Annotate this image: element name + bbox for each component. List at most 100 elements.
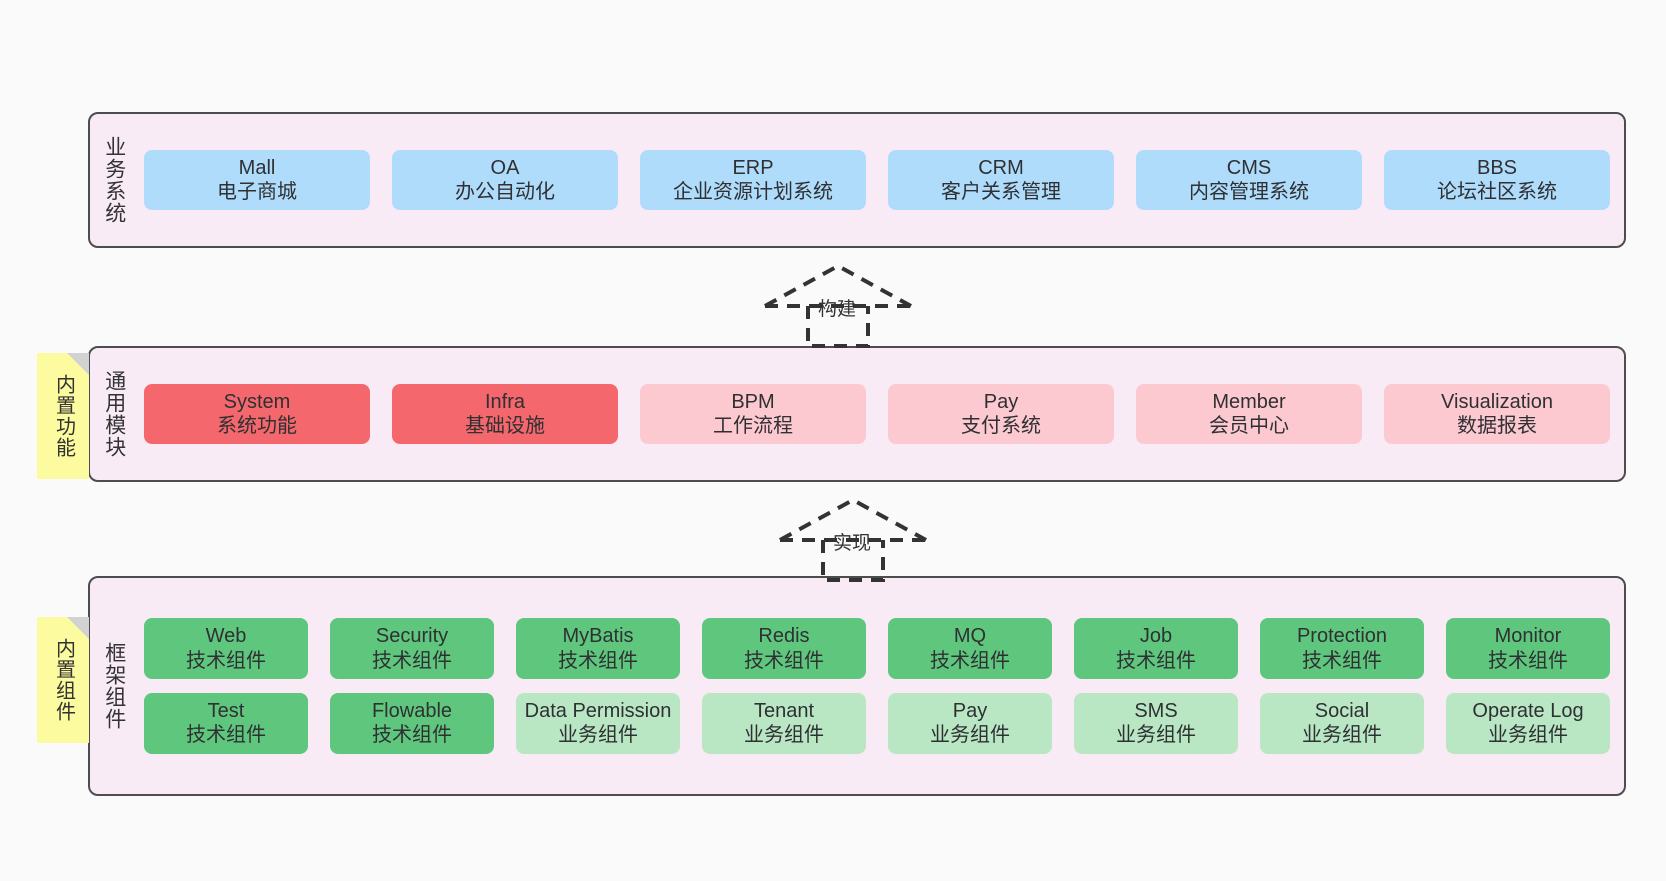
layer-title-framework-component: 框架组件 [102, 642, 126, 730]
node-visualization[interactable]: Visualization 数据报表 [1384, 383, 1610, 445]
node-en-label: Tenant [753, 700, 815, 722]
note-fold-corner-icon [67, 353, 89, 375]
node-mq[interactable]: MQ 技术组件 [888, 618, 1052, 679]
node-en-label: Social [1314, 700, 1370, 722]
node-cn-label: 技术组件 [930, 649, 1010, 672]
node-en-label: SMS [1134, 700, 1178, 722]
node-cn-label: 技术组件 [744, 649, 824, 672]
node-security[interactable]: Security 技术组件 [330, 618, 494, 679]
node-en-label: Pay [983, 390, 1019, 413]
node-en-label: CRM [978, 156, 1024, 179]
node-tenant[interactable]: Tenant 业务组件 [702, 693, 866, 754]
node-cn-label: 业务组件 [558, 724, 638, 747]
node-cn-label: 客户关系管理 [941, 181, 1061, 203]
note-builtin-component[interactable]: 内置组件 [37, 617, 89, 743]
node-en-label: Pay [952, 700, 988, 722]
node-en-label: Job [1139, 625, 1173, 648]
node-cn-label: 技术组件 [1302, 649, 1382, 672]
node-cn-label: 会员中心 [1209, 415, 1289, 437]
node-row: Test 技术组件 Flowable 技术组件 Data Permission … [144, 693, 1610, 754]
node-mall[interactable]: Mall 电子商城 [144, 149, 370, 211]
node-en-label: Flowable [371, 700, 453, 722]
layer-framework-component[interactable]: 框架组件 Web 技术组件 Security 技术组件 MyBatis 技术组件… [88, 576, 1626, 796]
node-erp[interactable]: ERP 企业资源计划系统 [640, 149, 866, 211]
layer-body-business-system: Mall 电子商城 OA 办公自动化 ERP 企业资源计划系统 CRM 客户关系… [138, 114, 1624, 246]
node-en-label: Operate Log [1472, 700, 1584, 722]
node-en-label: Security [375, 625, 449, 648]
note-label: 内置功能 [52, 374, 75, 458]
node-en-label: Test [207, 700, 245, 722]
node-en-label: ERP [732, 156, 774, 179]
node-cn-label: 技术组件 [372, 649, 452, 672]
connector-build-label: 构建 [818, 299, 857, 320]
node-cn-label: 办公自动化 [455, 181, 555, 203]
node-cn-label: 技术组件 [1116, 649, 1196, 672]
node-cn-label: 业务组件 [1302, 724, 1382, 747]
node-social[interactable]: Social 业务组件 [1260, 693, 1424, 754]
node-cn-label: 工作流程 [713, 415, 793, 437]
node-cn-label: 电子商城 [217, 181, 297, 203]
connector-implement-label: 实现 [833, 533, 872, 554]
node-monitor[interactable]: Monitor 技术组件 [1446, 618, 1610, 679]
layer-body-common-module: System 系统功能 Infra 基础设施 BPM 工作流程 Pay 支付系统… [138, 348, 1624, 480]
node-en-label: Web [205, 625, 247, 648]
node-operate-log[interactable]: Operate Log 业务组件 [1446, 693, 1610, 754]
node-row: System 系统功能 Infra 基础设施 BPM 工作流程 Pay 支付系统… [144, 383, 1610, 445]
node-member[interactable]: Member 会员中心 [1136, 383, 1362, 445]
node-en-label: MyBatis [562, 625, 634, 648]
node-cn-label: 基础设施 [465, 415, 545, 437]
node-crm[interactable]: CRM 客户关系管理 [888, 149, 1114, 211]
node-bbs[interactable]: BBS 论坛社区系统 [1384, 149, 1610, 211]
layer-business-system[interactable]: 业务系统 Mall 电子商城 OA 办公自动化 ERP 企业资源计划系统 CRM… [88, 112, 1626, 248]
node-en-label: Member [1212, 390, 1286, 413]
node-bpm[interactable]: BPM 工作流程 [640, 383, 866, 445]
node-en-label: Redis [758, 625, 810, 648]
node-mybatis[interactable]: MyBatis 技术组件 [516, 618, 680, 679]
node-job[interactable]: Job 技术组件 [1074, 618, 1238, 679]
node-cn-label: 业务组件 [930, 724, 1010, 747]
node-protection[interactable]: Protection 技术组件 [1260, 618, 1424, 679]
node-cn-label: 技术组件 [186, 649, 266, 672]
layer-title-business-system: 业务系统 [102, 136, 126, 224]
node-pay-module[interactable]: Pay 支付系统 [888, 383, 1114, 445]
layer-common-module[interactable]: 通用模块 System 系统功能 Infra 基础设施 BPM 工作流程 Pay… [88, 346, 1626, 482]
note-label: 内置组件 [52, 638, 75, 722]
node-sms[interactable]: SMS 业务组件 [1074, 693, 1238, 754]
node-en-label: MQ [953, 625, 987, 648]
node-cn-label: 系统功能 [217, 415, 297, 437]
node-system[interactable]: System 系统功能 [144, 383, 370, 445]
node-en-label: Mall [238, 156, 276, 179]
node-test[interactable]: Test 技术组件 [144, 693, 308, 754]
node-cn-label: 业务组件 [1488, 724, 1568, 747]
node-en-label: OA [490, 156, 520, 179]
node-cn-label: 内容管理系统 [1189, 181, 1309, 203]
note-fold-corner-icon [67, 617, 89, 639]
node-en-label: BPM [731, 390, 775, 413]
node-cms[interactable]: CMS 内容管理系统 [1136, 149, 1362, 211]
layer-title-common-module: 通用模块 [102, 370, 126, 458]
node-cn-label: 业务组件 [744, 724, 824, 747]
node-pay-component[interactable]: Pay 业务组件 [888, 693, 1052, 754]
layer-body-framework-component: Web 技术组件 Security 技术组件 MyBatis 技术组件 Redi… [138, 578, 1624, 794]
node-en-label: Data Permission [524, 700, 672, 722]
node-flowable[interactable]: Flowable 技术组件 [330, 693, 494, 754]
node-en-label: CMS [1226, 156, 1272, 179]
node-redis[interactable]: Redis 技术组件 [702, 618, 866, 679]
node-web[interactable]: Web 技术组件 [144, 618, 308, 679]
node-cn-label: 业务组件 [1116, 724, 1196, 747]
node-en-label: Protection [1296, 625, 1388, 648]
connector-build-arrow [750, 256, 930, 348]
note-builtin-function[interactable]: 内置功能 [37, 353, 89, 479]
node-en-label: Visualization [1441, 390, 1553, 413]
node-cn-label: 技术组件 [186, 724, 266, 747]
node-en-label: Monitor [1494, 625, 1562, 648]
node-cn-label: 企业资源计划系统 [673, 181, 833, 203]
node-infra[interactable]: Infra 基础设施 [392, 383, 618, 445]
connector-implement-arrow [765, 490, 945, 582]
node-cn-label: 支付系统 [961, 415, 1041, 437]
node-oa[interactable]: OA 办公自动化 [392, 149, 618, 211]
node-data-permission[interactable]: Data Permission 业务组件 [516, 693, 680, 754]
node-en-label: Infra [484, 390, 526, 413]
node-cn-label: 数据报表 [1457, 415, 1537, 437]
